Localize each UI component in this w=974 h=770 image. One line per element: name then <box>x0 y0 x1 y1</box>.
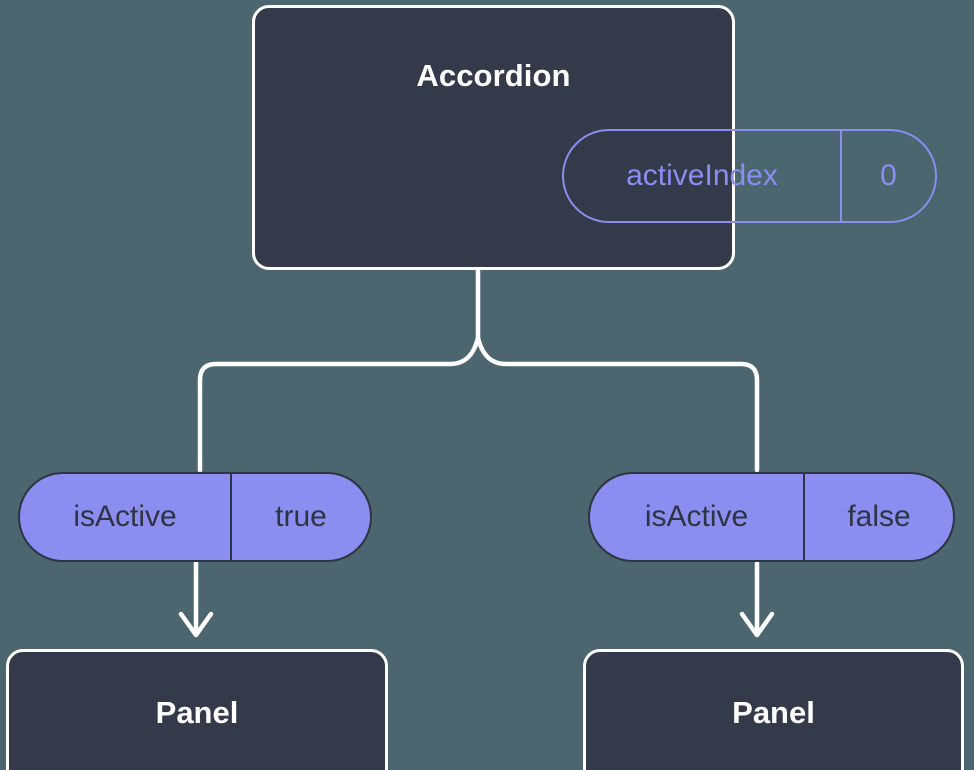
prop-badge-value: false <box>847 500 911 533</box>
state-badge-key: activeIndex <box>564 131 842 221</box>
connector-bracket-left <box>197 335 481 473</box>
prop-badge-isactive-true[interactable]: isActive true <box>18 472 372 562</box>
component-node-panel-left[interactable]: Panel <box>6 649 388 770</box>
connector-bracket-right <box>475 335 760 473</box>
prop-badge-key: isActive <box>20 474 232 560</box>
prop-badge-isactive-false[interactable]: isActive false <box>588 472 955 562</box>
arrow-down-icon-left-head <box>178 611 214 638</box>
component-node-accordion[interactable]: Accordion activeIndex 0 <box>252 5 937 270</box>
state-badge-value: 0 <box>880 159 897 192</box>
component-title: Panel <box>732 694 815 730</box>
component-title: Accordion <box>416 58 571 93</box>
component-title: Panel <box>155 694 239 730</box>
arrow-down-icon-right-head <box>739 611 775 638</box>
state-badge-activeindex[interactable]: activeIndex 0 <box>562 129 937 223</box>
component-node-panel-right[interactable]: Panel <box>583 649 964 770</box>
prop-badge-value: true <box>275 500 327 533</box>
prop-badge-key: isActive <box>590 474 805 560</box>
